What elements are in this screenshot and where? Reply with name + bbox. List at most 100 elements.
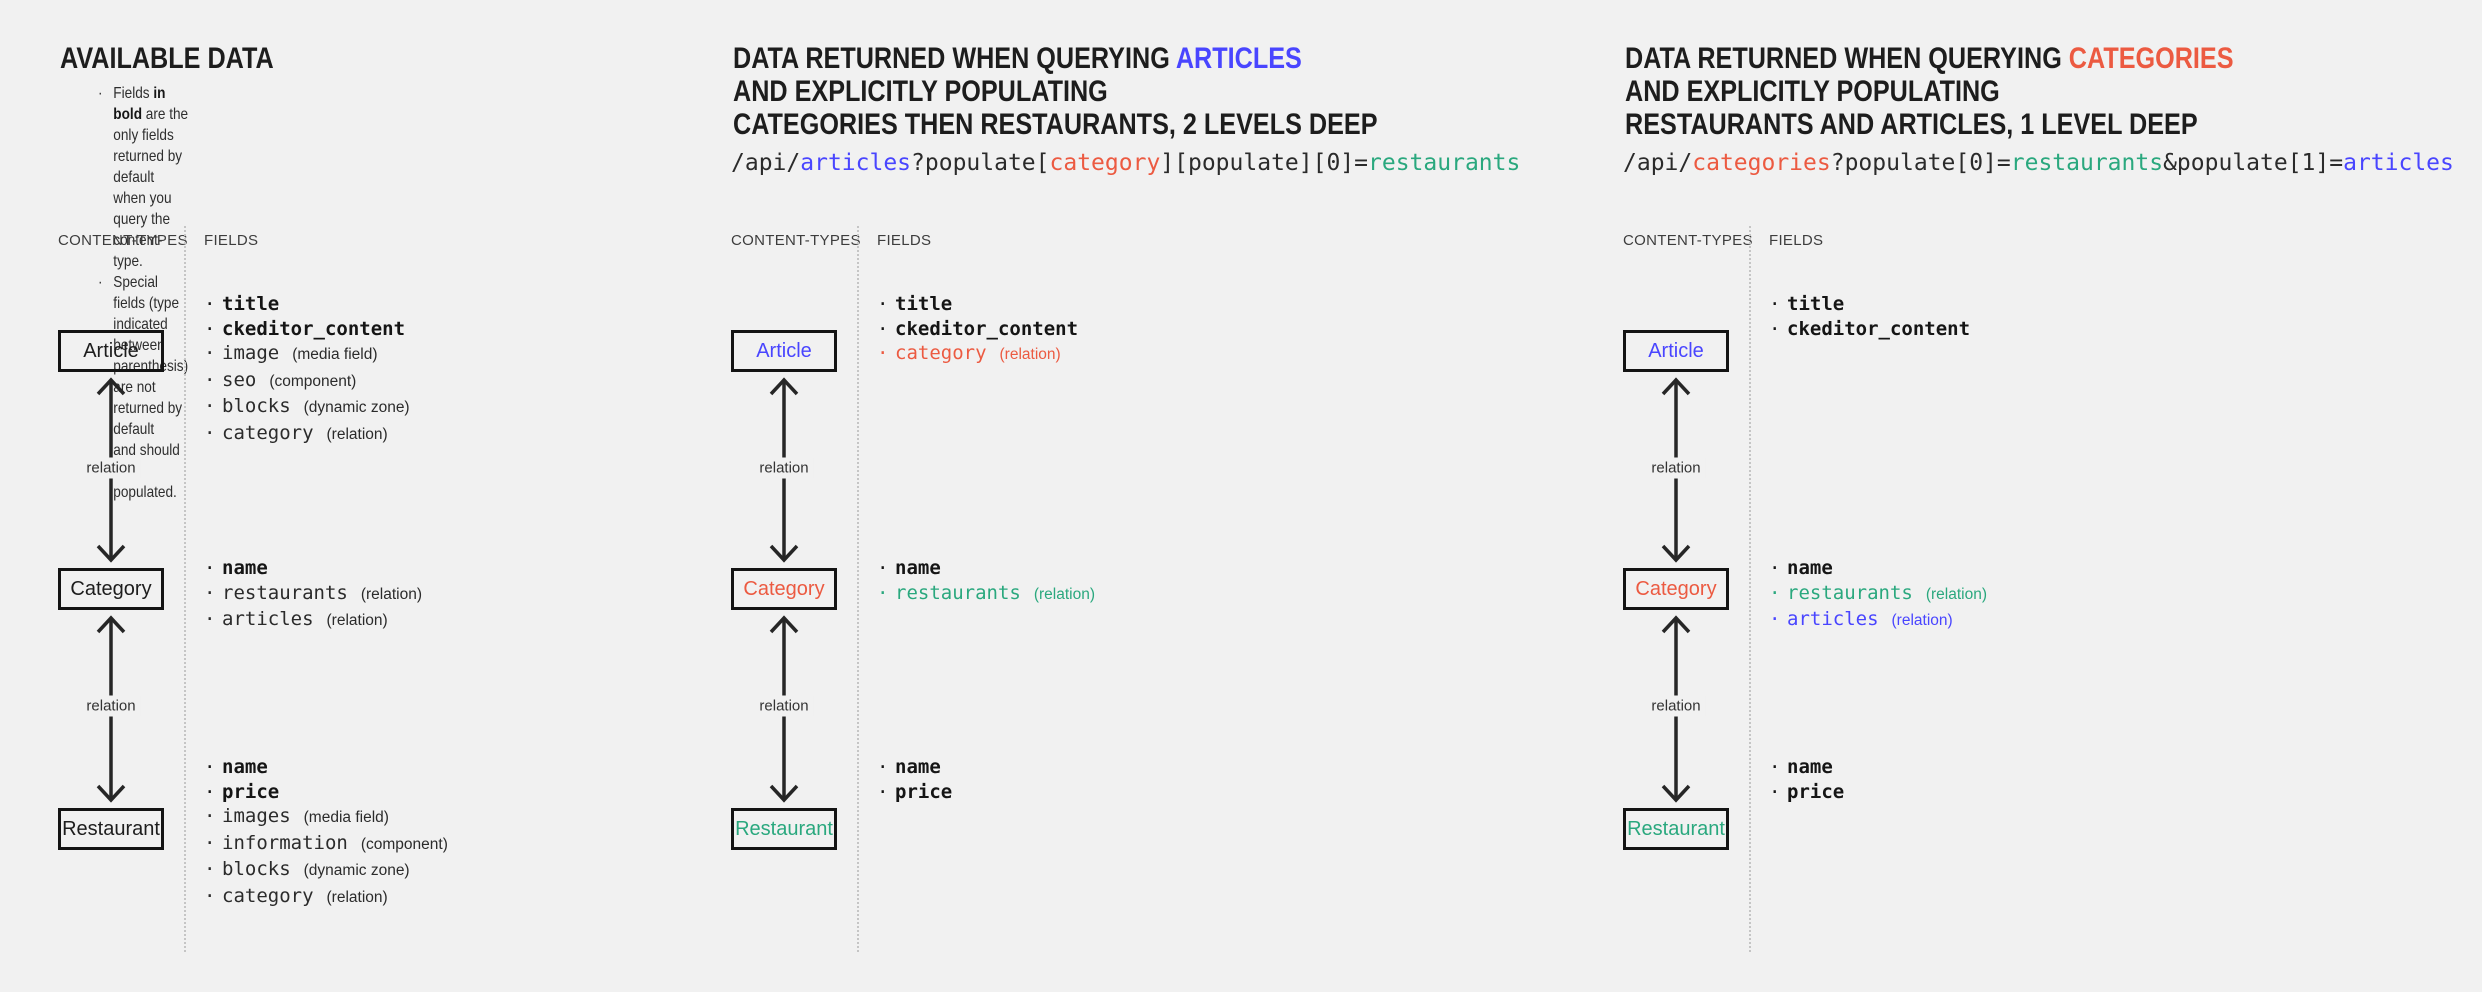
field-name: ckeditor_content: [1787, 317, 1971, 340]
bullet-icon: ·: [877, 557, 889, 579]
fields-column-label: FIELDS: [204, 232, 259, 249]
bullet-icon: ·: [204, 858, 216, 880]
content-type-box-restaurant: Restaurant: [1623, 808, 1729, 850]
note-item: ·Fields in bold are the only fields retu…: [98, 83, 188, 272]
field-type: (relation): [1033, 585, 1096, 603]
content-type-box-category: Category: [1623, 568, 1729, 610]
field-item: · title: [204, 292, 410, 317]
field-type: (relation): [1891, 612, 1953, 629]
field-name: title: [222, 293, 280, 315]
content-types-column-label: CONTENT-TYPES: [731, 232, 861, 249]
bullet-icon: ·: [204, 421, 216, 444]
field-item: ·articles(relation): [1769, 607, 1987, 634]
bullet-icon: ·: [204, 557, 216, 579]
field-item: ·name: [1769, 556, 1987, 581]
field-item: · price: [204, 780, 448, 805]
relation-label: relation: [754, 695, 814, 717]
content-type-box-category: Category: [731, 568, 837, 610]
field-item: ·restaurants(relation): [204, 581, 422, 608]
field-item: ·ckeditor_content: [204, 317, 410, 342]
field-list: ·title·ckeditor_content·category(relatio…: [877, 292, 1078, 368]
field-list: ·name·price: [877, 755, 952, 804]
field-list: · name · restaurants (relation): [877, 556, 1095, 607]
bullet-icon: ·: [204, 581, 216, 604]
bullet-icon: ·: [1769, 756, 1781, 778]
bullet-icon: ·: [204, 780, 216, 803]
content-type-box-restaurant: Restaurant: [731, 808, 837, 850]
field-item: ·information(component): [204, 831, 448, 858]
content-type-name: Restaurant: [62, 817, 160, 840]
note-segment: in bold: [113, 85, 166, 123]
bullet-icon: ·: [877, 293, 889, 315]
bullet-icon: ·: [877, 756, 889, 778]
field-name: name: [895, 557, 941, 579]
code-segment: restaurants: [1368, 150, 1521, 176]
field-name: price: [222, 780, 280, 803]
code-segment: &populate[1]=: [2163, 150, 2344, 176]
field-item: ·category(relation): [204, 421, 410, 448]
field-name: information: [222, 831, 348, 854]
field-item: ·category(relation): [877, 341, 1078, 368]
field-name: images: [222, 805, 291, 827]
content-type-name: Article: [1648, 339, 1704, 362]
field-item: ·ckeditor_content: [1769, 317, 1970, 342]
column-divider: [184, 226, 186, 952]
field-type: (relation): [326, 425, 388, 443]
code-segment: ?populate[: [911, 150, 1050, 176]
field-type: (relation): [326, 612, 388, 629]
field-list: ·name·price: [1769, 755, 1844, 804]
field-name: name: [222, 557, 268, 579]
code-segment: restaurants: [2010, 150, 2164, 176]
bullet-icon: ·: [877, 780, 889, 803]
field-name: ckeditor_content: [222, 317, 406, 340]
panel-title-line: DATA RETURNED WHEN QUERYING CATEGORIES: [1625, 42, 2234, 75]
content-type-box-restaurant: Restaurant: [58, 808, 164, 850]
field-item: · blocks (dynamic zone): [204, 857, 448, 884]
field-type: (dynamic zone): [303, 862, 410, 879]
bullet-icon: ·: [204, 342, 216, 364]
field-list: ·name·price·images(media field)·informat…: [204, 755, 448, 910]
field-list: ·title·ckeditor_content·image(media fiel…: [204, 292, 410, 447]
content-type-box-article: Article: [1623, 330, 1729, 372]
note-text: Special fields (type indicated between p…: [113, 272, 188, 503]
code-segment: /api/: [1623, 150, 1693, 176]
bullet-icon: ·: [877, 317, 889, 340]
bullet-icon: ·: [1769, 293, 1781, 315]
relation-label: relation: [81, 695, 141, 717]
field-name: price: [1787, 780, 1845, 803]
panel-title-line: CATEGORIES THEN RESTAURANTS, 2 LEVELS DE…: [733, 108, 1378, 141]
field-list: · name·restaurants(relation)· articles (rel…: [204, 556, 422, 634]
content-type-name: Article: [83, 339, 139, 362]
field-name: restaurants: [1787, 581, 1913, 604]
field-name: name: [222, 756, 268, 778]
column-divider: [857, 226, 859, 952]
panel-title: AVAILABLE DATA: [60, 42, 314, 75]
bullet-icon: ·: [204, 884, 216, 907]
panel-title-line: AND EXPLICITLY POPULATING: [733, 75, 1378, 108]
field-name: restaurants: [895, 581, 1021, 604]
code-segment: articles: [800, 150, 912, 176]
bullet-icon: ·: [877, 342, 889, 364]
field-item: ·name: [877, 755, 952, 780]
content-type-box-category: Category: [58, 568, 164, 610]
field-item: ·ckeditor_content: [877, 317, 1078, 342]
api-query-code: /api/articles?populate[category][populat…: [731, 148, 1520, 178]
field-type: (component): [360, 835, 448, 853]
notes: ·Fields in bold are the only fields retu…: [98, 83, 188, 503]
bullet-icon: ·: [877, 581, 889, 604]
field-type: (relation): [360, 585, 423, 603]
code-segment: ?populate[0]=: [1830, 150, 2011, 176]
bullet-icon: ·: [204, 395, 216, 417]
fields-column-label: FIELDS: [877, 232, 932, 249]
field-name: blocks: [222, 858, 291, 880]
field-name: articles: [222, 608, 314, 630]
field-item: · name: [204, 556, 422, 581]
bullet-icon: ·: [204, 293, 216, 315]
field-item: ·images(media field): [204, 804, 448, 831]
field-type: (relation): [1925, 585, 1988, 603]
note-item: ·Special fields (type indicated between …: [98, 272, 188, 503]
field-name: title: [1787, 293, 1845, 315]
title-text: RESTAURANTS AND ARTICLES, 1 LEVEL DEEP: [1625, 108, 2198, 141]
field-item: ·category(relation): [204, 884, 448, 911]
